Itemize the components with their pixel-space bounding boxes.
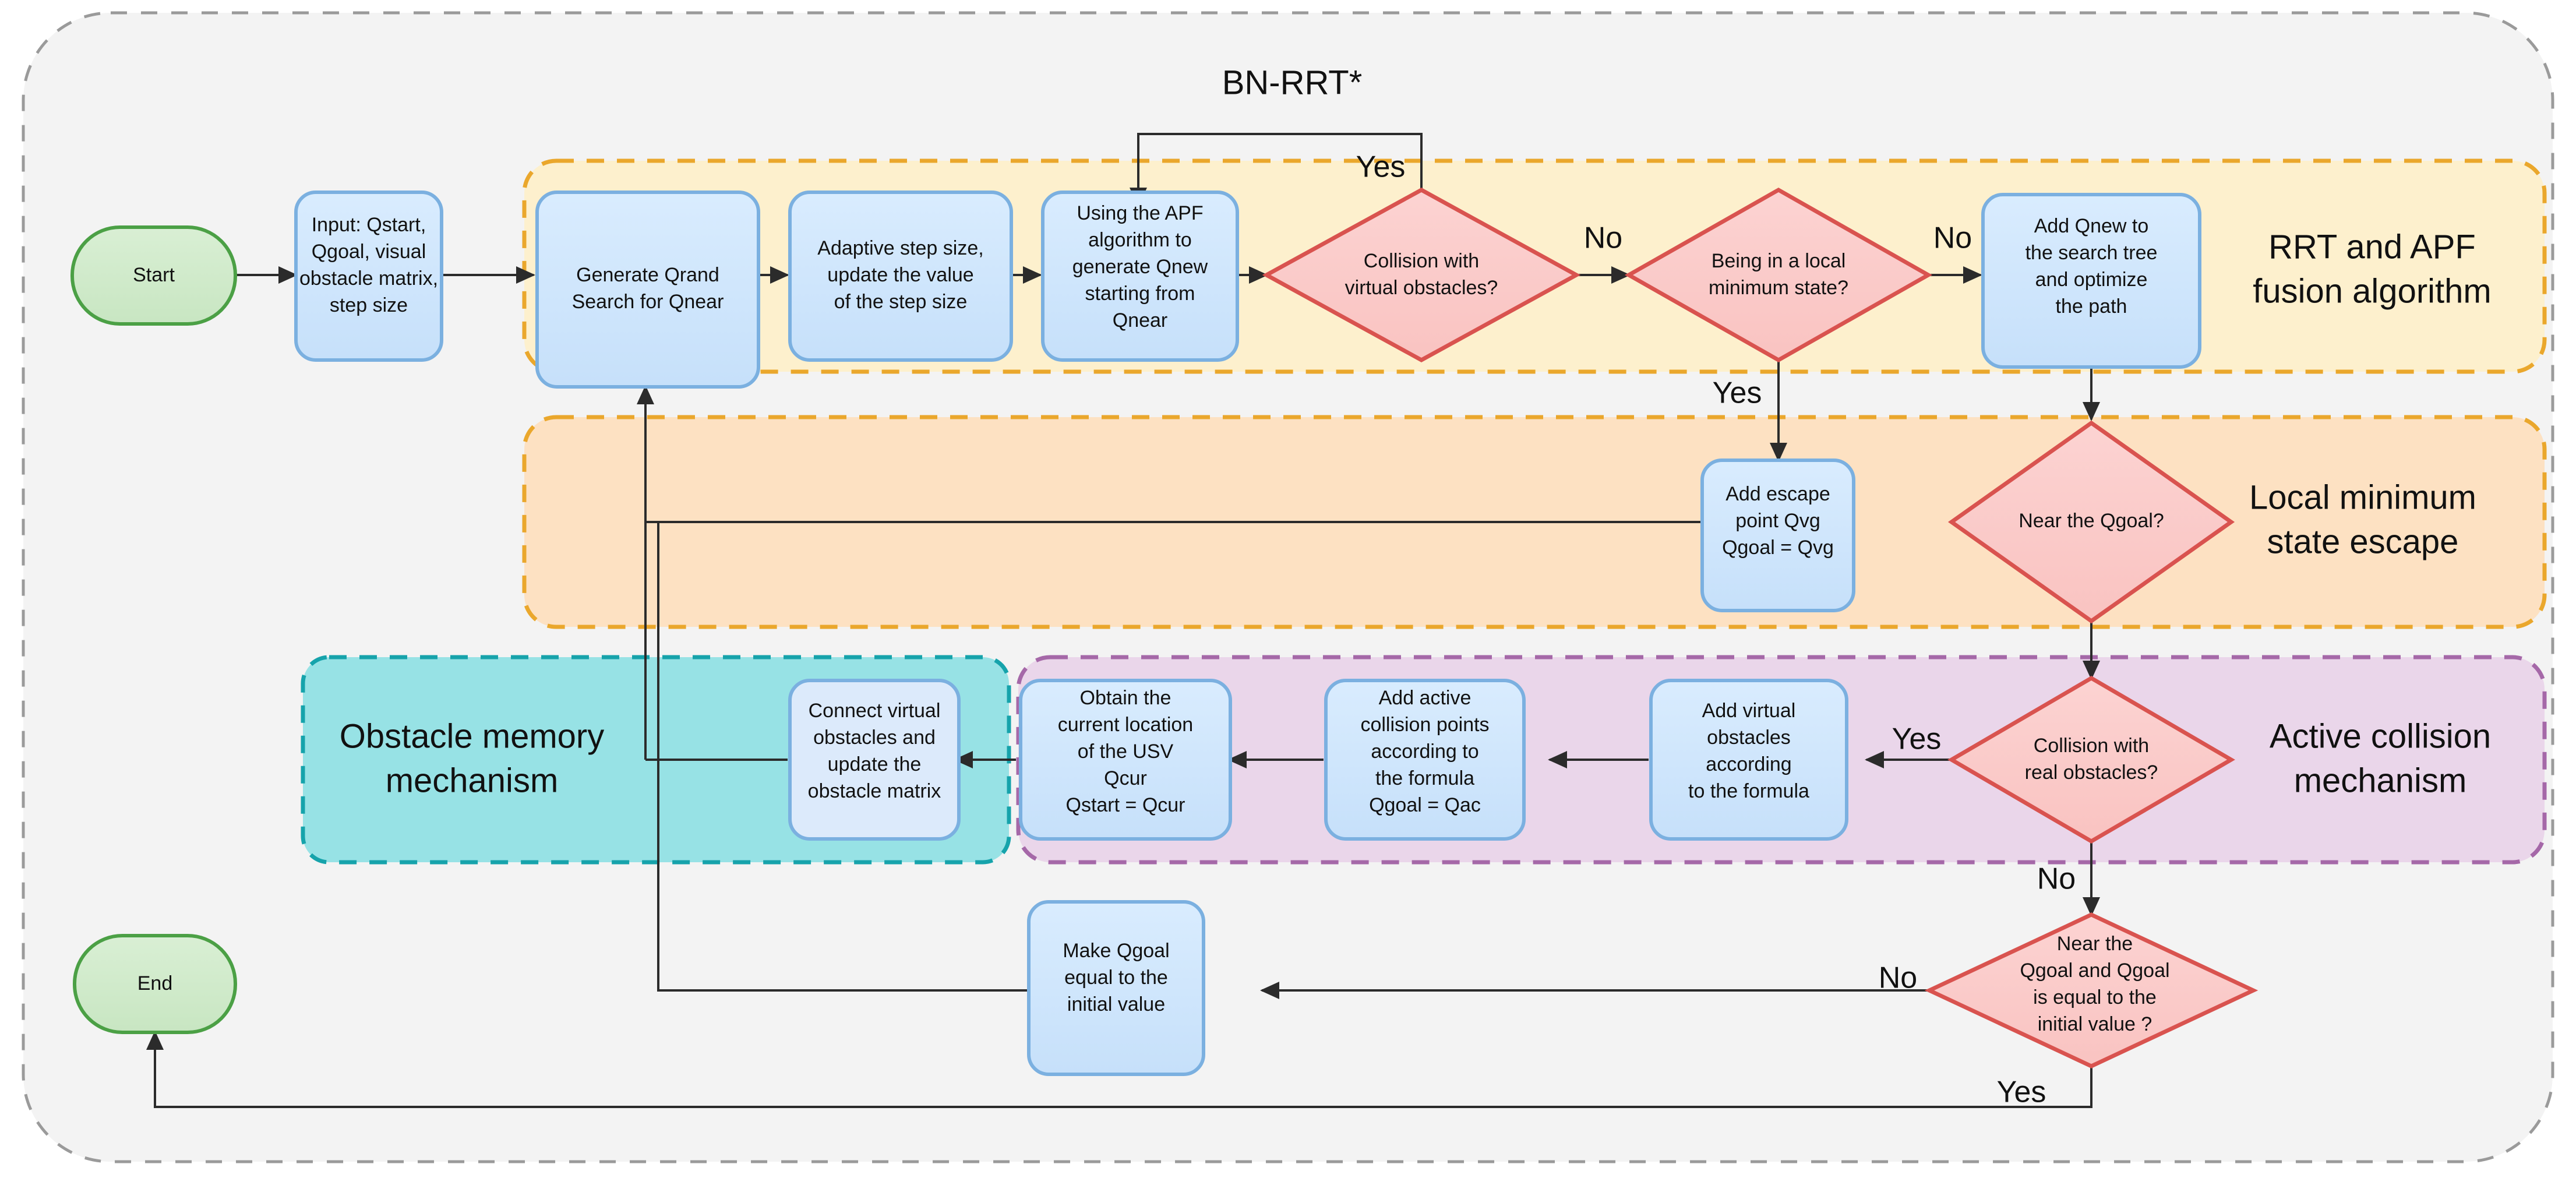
node-add-virtual-obstacles-line-3: according [1706,753,1791,775]
node-apf-qnew-line-5: Qnear [1113,309,1168,331]
node-adaptive-step-line-2: update the value [827,264,973,286]
node-escape-point-line-2: point Qvg [1735,510,1820,532]
band-label-local-minimum-line-1: Local minimum [2249,478,2476,516]
node-escape-point-line-3: Qgoal = Qvg [1722,537,1834,559]
node-escape-point-line-1: Add escape [1725,483,1830,505]
band-label-local-minimum: Local minimum state escape [2249,478,2476,560]
node-near-qgoal-initial-line-1: Near the [2057,933,2133,955]
node-generate-qrand-line-2: Search for Qnear [572,291,724,313]
edge-label-collision-virtual-yes: Yes [1356,150,1406,184]
node-adaptive-step[interactable]: Adaptive step size, update the value of … [788,191,1013,362]
node-near-qgoal-label: Near the Qgoal? [2019,510,2164,532]
band-label-active-collision: Active collision mechanism [2270,717,2491,799]
node-add-qnew[interactable]: Add Qnew to the search tree and optimize… [1981,193,2201,369]
node-obtain-location-line-5: Qstart = Qcur [1066,794,1185,816]
node-local-minimum[interactable]: Being in a local minimum state? [1624,187,1933,363]
node-apf-qnew-line-4: starting from [1085,283,1195,305]
node-add-active-points-line-4: the formula [1375,767,1474,789]
node-apf-qnew-line-2: algorithm to [1088,229,1192,251]
node-end[interactable]: End [73,934,237,1034]
edge-label-near-initial-no: No [1879,961,1917,995]
band-label-obstacle-memory: Obstacle memory mechanism [340,717,604,799]
node-generate-qrand-line-1: Generate Qrand [576,264,719,286]
node-near-qgoal-initial[interactable]: Near the Qgoal and Qgoal is equal to the… [1924,912,2259,1068]
edge-label-local-minimum-yes: Yes [1713,376,1762,410]
node-escape-point[interactable]: Add escape point Qvg Qgoal = Qvg [1700,458,1855,612]
node-add-active-points-line-3: according to [1371,740,1478,763]
edge-label-collision-real-yes: Yes [1892,722,1942,756]
node-input-line-1: Input: Qstart, [312,214,426,236]
band-label-rrt-apf-line-2: fusion algorithm [2253,272,2491,310]
node-collision-virtual[interactable]: Collision with virtual obstacles? [1262,188,1581,362]
node-add-virtual-obstacles-line-4: to the formula [1688,780,1809,802]
node-add-virtual-obstacles[interactable]: Add virtual obstacles according to the f… [1649,679,1848,841]
node-add-active-points-line-1: Add active [1379,687,1472,709]
node-add-qnew-line-4: the path [2056,295,2127,318]
node-apf-qnew[interactable]: Using the APF algorithm to generate Qnew… [1041,191,1239,362]
node-local-minimum-line-1: Being in a local [1712,250,1846,272]
node-add-qnew-line-3: and optimize [2035,269,2148,291]
node-add-virtual-obstacles-line-2: obstacles [1707,726,1791,749]
band-label-obstacle-memory-line-2: mechanism [386,761,559,799]
node-collision-real-line-1: Collision with [2034,735,2149,757]
node-add-active-points-line-5: Qgoal = Qac [1369,794,1481,816]
node-collision-real[interactable]: Collision with real obstacles? [1947,675,2235,844]
node-obtain-location[interactable]: Obtain the current location of the USV Q… [1019,679,1232,841]
node-obtain-location-line-2: current location [1058,714,1193,736]
node-add-qnew-line-2: the search tree [2025,242,2158,264]
node-end-label: End [137,972,173,994]
node-near-qgoal-initial-line-4: initial value ? [2038,1013,2152,1035]
node-start[interactable]: Start [70,225,237,326]
band-label-local-minimum-line-2: state escape [2267,523,2459,560]
node-apf-qnew-line-1: Using the APF [1077,202,1203,224]
node-apf-qnew-line-3: generate Qnew [1072,256,1208,278]
node-connect-virtual-line-1: Connect virtual [809,700,941,722]
band-label-active-collision-line-1: Active collision [2270,717,2491,755]
node-connect-virtual-line-2: obstacles and [813,726,936,749]
node-obtain-location-line-1: Obtain the [1080,687,1171,709]
node-collision-virtual-line-2: virtual obstacles? [1345,277,1498,299]
node-connect-virtual-line-4: obstacle matrix [808,780,941,802]
node-add-virtual-obstacles-line-1: Add virtual [1702,700,1796,722]
node-input[interactable]: Input: Qstart, Qgoal, visual obstacle ma… [294,191,443,362]
node-generate-qrand[interactable]: Generate Qrand Search for Qnear [535,191,760,389]
node-near-qgoal-initial-line-3: is equal to the [2033,986,2157,1008]
band-label-rrt-apf-line-1: RRT and APF [2268,228,2476,266]
node-input-line-2: Qgoal, visual [312,241,426,263]
edge-label-collision-real-no: No [2037,862,2076,896]
node-obtain-location-line-3: of the USV [1078,740,1174,763]
node-connect-virtual[interactable]: Connect virtual obstacles and update the… [788,679,961,841]
node-adaptive-step-line-1: Adaptive step size, [817,237,983,259]
node-near-qgoal-initial-line-2: Qgoal and Qgoal [2020,960,2169,982]
node-input-line-4: step size [330,294,408,316]
node-collision-virtual-line-1: Collision with [1364,250,1479,272]
edge-label-local-minimum-no: No [1933,221,1972,255]
band-label-obstacle-memory-line-1: Obstacle memory [340,717,604,755]
node-make-qgoal-line-2: equal to the [1064,967,1168,989]
node-local-minimum-line-2: minimum state? [1709,277,1848,299]
node-input-line-3: obstacle matrix, [299,267,438,290]
node-adaptive-step-line-3: of the step size [834,291,968,313]
diagram-title: BN-RRT* [1222,64,1363,101]
node-start-label: Start [133,264,175,286]
edge-label-collision-virtual-no: No [1584,221,1622,255]
node-make-qgoal-line-3: initial value [1067,993,1165,1015]
edge-make-qgoal-to-riser [657,522,1029,992]
node-add-active-points[interactable]: Add active collision points according to… [1324,679,1526,841]
edge-label-near-initial-yes: Yes [1997,1075,2046,1109]
node-add-qnew-line-1: Add Qnew to [2034,215,2149,237]
edge-near-initial-yes-to-end [146,1031,2092,1108]
edge-collision-virtual-yes-loop [1130,133,1423,207]
node-collision-real-line-2: real obstacles? [2025,761,2158,784]
node-obtain-location-line-4: Qcur [1104,767,1147,789]
band-label-active-collision-line-2: mechanism [2294,761,2467,799]
band-label-rrt-apf: RRT and APF fusion algorithm [2253,228,2491,310]
node-add-active-points-line-2: collision points [1360,714,1489,736]
node-make-qgoal-line-1: Make Qgoal [1063,940,1169,962]
node-connect-virtual-line-3: update the [828,753,922,775]
node-near-qgoal[interactable]: Near the Qgoal? [1947,420,2235,624]
node-make-qgoal[interactable]: Make Qgoal equal to the initial value [1027,900,1205,1076]
